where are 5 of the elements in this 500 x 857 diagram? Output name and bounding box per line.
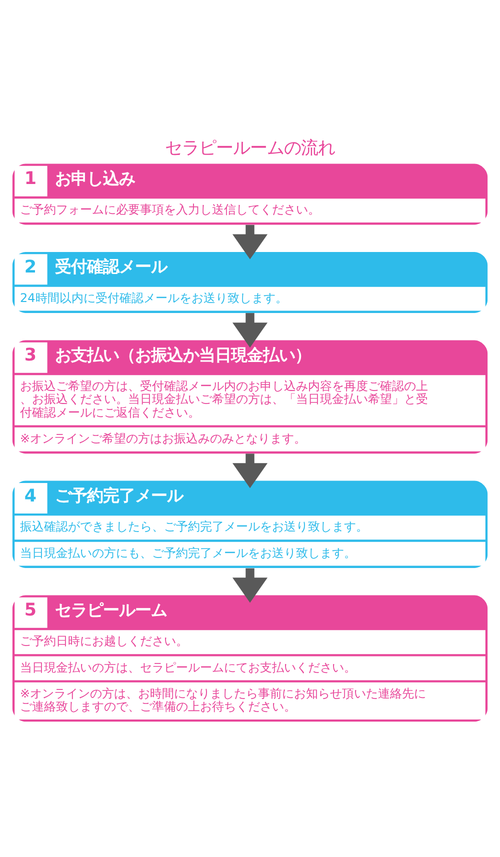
arrow [232,224,268,260]
arrow [232,313,268,348]
arrow [232,454,268,488]
arrow [232,568,268,603]
diagram-title: セラピールームの流れ [165,138,335,159]
